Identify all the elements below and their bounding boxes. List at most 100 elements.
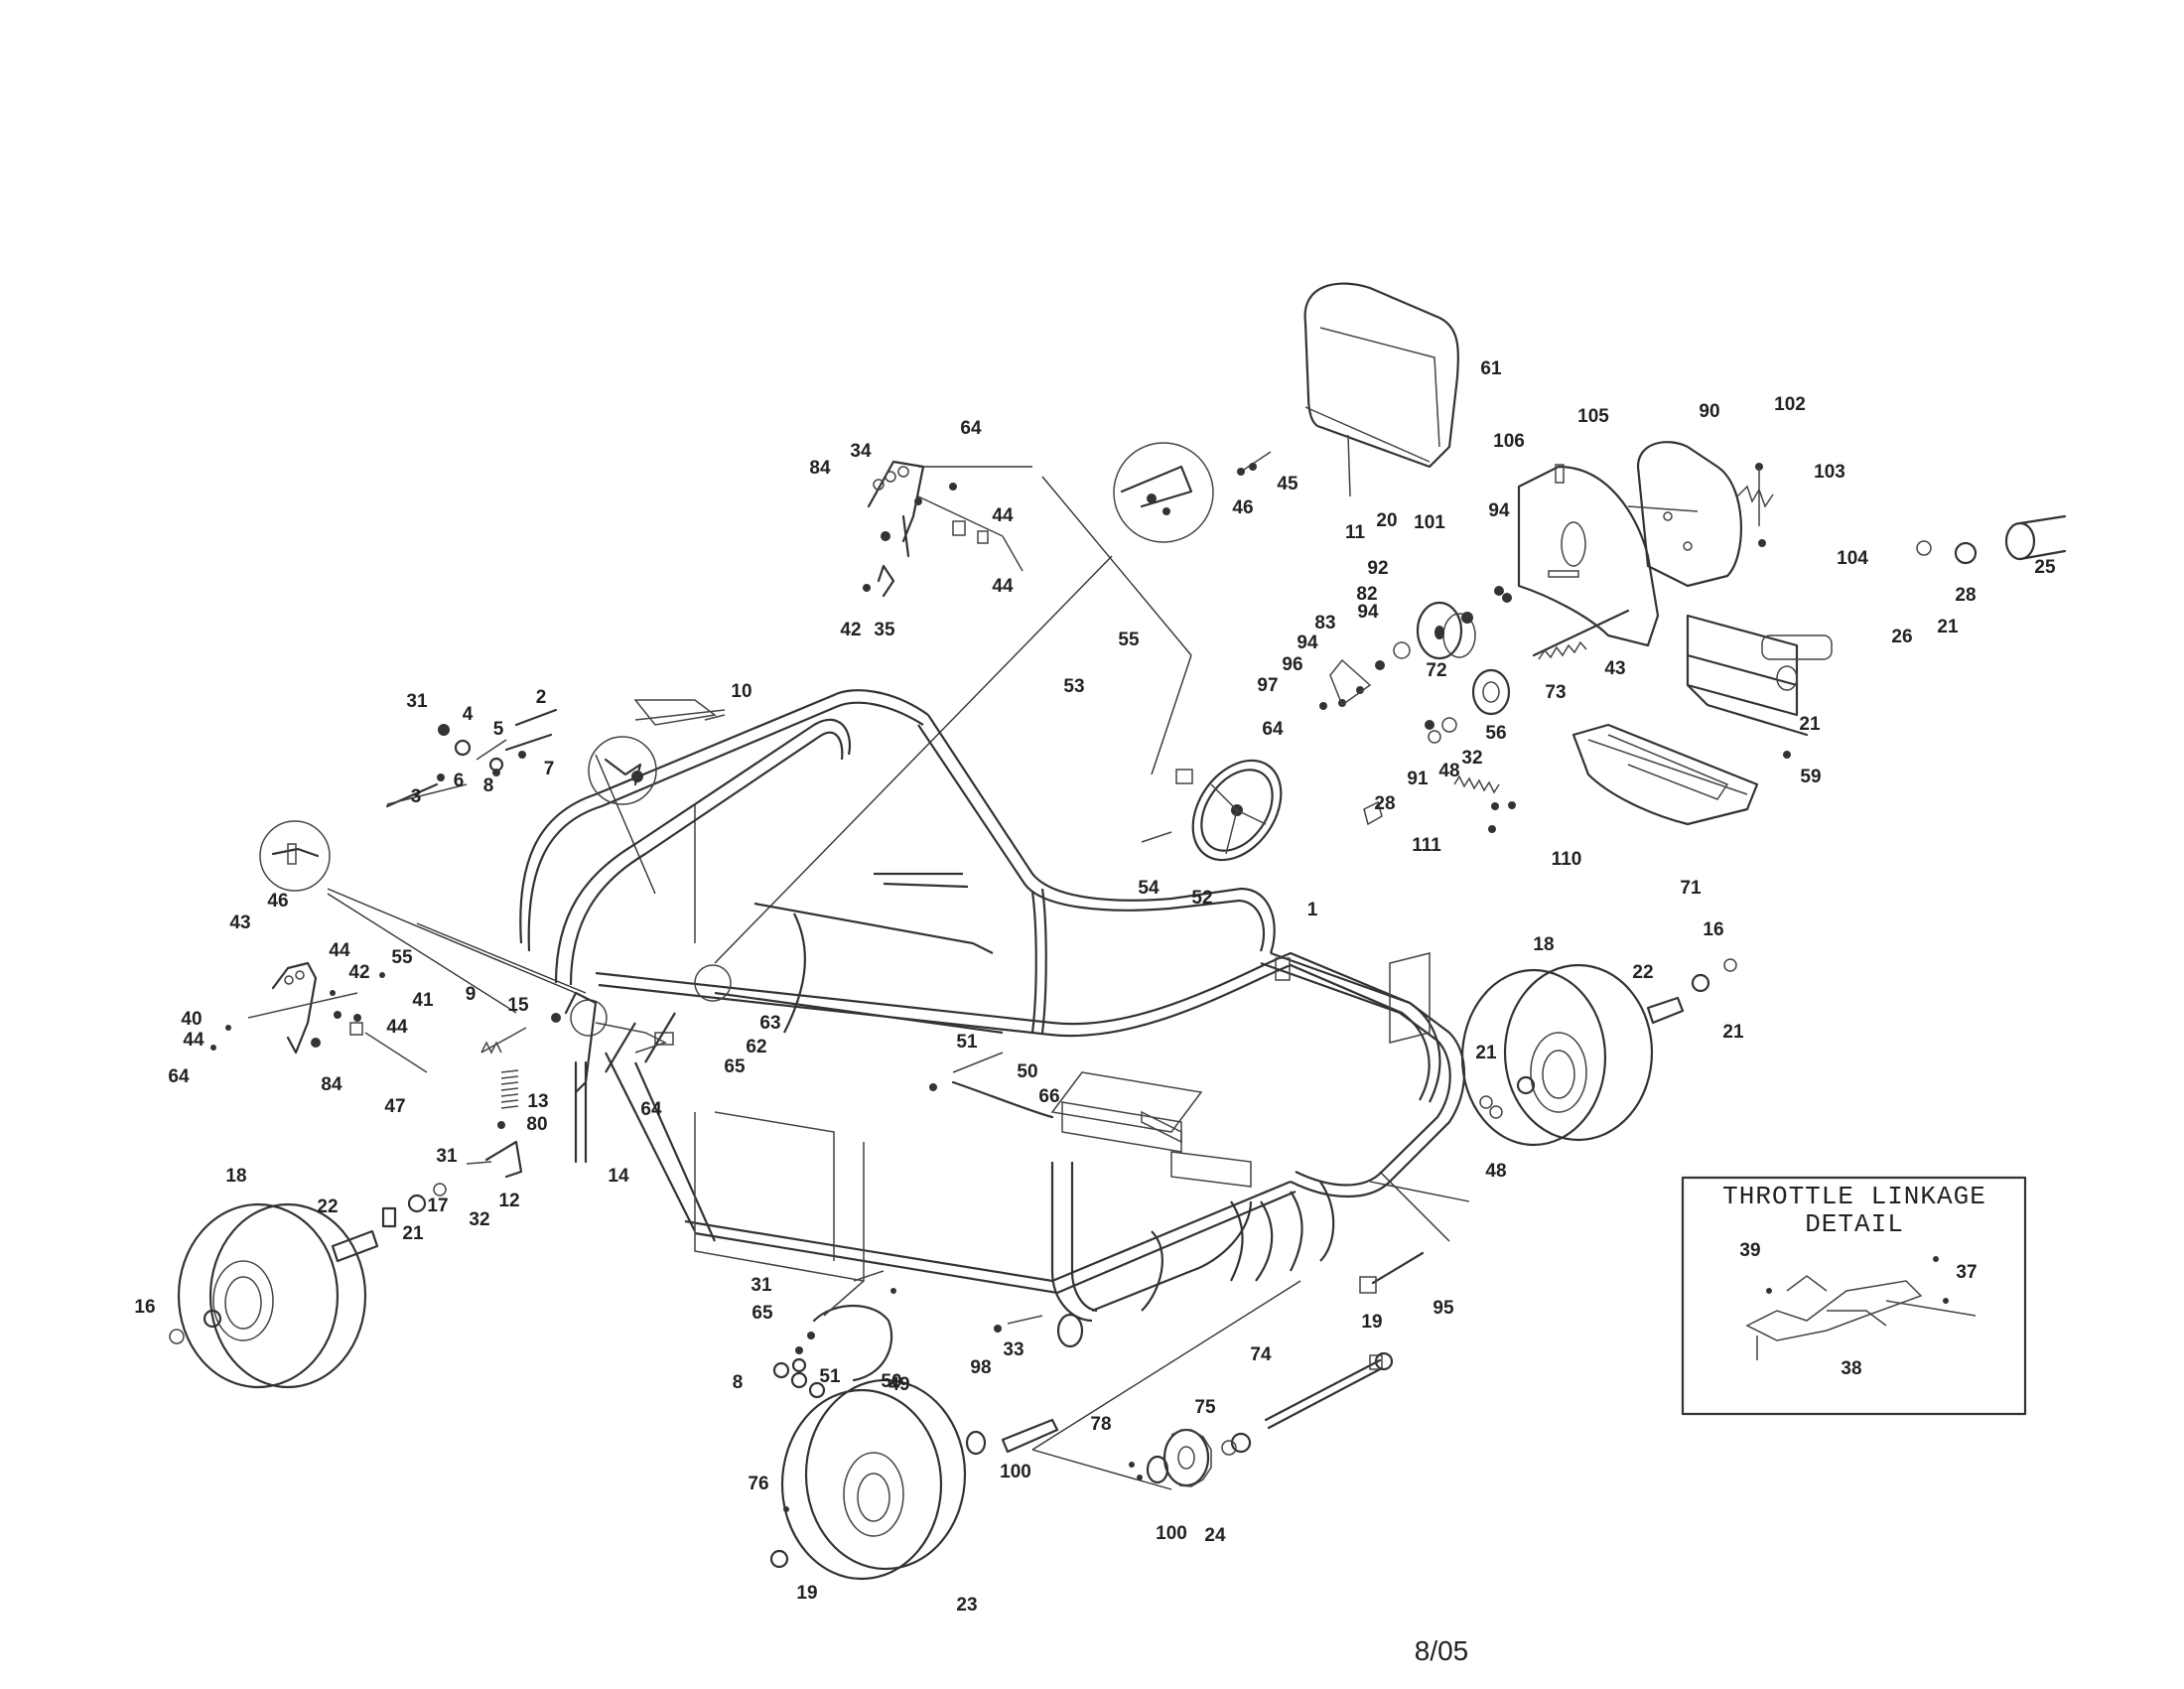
- callout-label: 4: [463, 704, 474, 725]
- callout-label: 33: [1003, 1339, 1024, 1360]
- callout-label: 105: [1577, 406, 1609, 427]
- engine-90: [1627, 441, 1774, 588]
- callout-label: 101: [1414, 512, 1445, 533]
- callout-label: 55: [391, 947, 413, 968]
- callout-label: 56: [1485, 723, 1506, 744]
- callout-label: 51: [956, 1032, 978, 1053]
- callout-label: 15: [507, 995, 529, 1016]
- wheel-rear-left-23: [769, 1378, 967, 1581]
- detail-circle-pivot-frame: [694, 964, 732, 1002]
- sprocket-73: [1471, 668, 1511, 716]
- callout-label: 59: [1800, 767, 1821, 787]
- callout-label: 95: [1433, 1298, 1454, 1319]
- detail-title-line2: DETAIL: [1805, 1209, 1904, 1239]
- clutch-92: [1416, 601, 1476, 660]
- callout-label: 54: [1138, 878, 1160, 899]
- hardware-45-46: [704, 451, 1272, 721]
- detail-circle-lever-left: [259, 820, 331, 892]
- callout-label: 5: [493, 719, 504, 740]
- callout-label: 21: [1937, 617, 1959, 637]
- callout-label: 96: [1282, 654, 1302, 675]
- callout-label: 8: [483, 775, 494, 796]
- callout-label: 44: [183, 1030, 205, 1051]
- callout-label: 65: [751, 1303, 773, 1324]
- callout-label: 38: [1841, 1358, 1861, 1379]
- callout-label: 106: [1493, 431, 1525, 452]
- hardware-8-group: [772, 1357, 826, 1399]
- callout-label: 65: [724, 1056, 746, 1077]
- callout-label: 62: [746, 1037, 766, 1057]
- spring-111: [1453, 774, 1500, 794]
- callout-label: 64: [168, 1066, 190, 1087]
- callout-label: 46: [267, 891, 288, 912]
- callout-label: 3: [411, 786, 422, 807]
- callout-label: 44: [992, 505, 1014, 526]
- callout-label: 94: [1357, 602, 1379, 623]
- callout-label: 50: [1017, 1061, 1037, 1082]
- callout-label: 48: [1438, 761, 1459, 781]
- callout-label: 9: [466, 984, 477, 1005]
- callout-label: 48: [1485, 1161, 1506, 1182]
- wheel-front-right-18: [1460, 958, 1737, 1147]
- callout-label: 40: [181, 1009, 202, 1030]
- callout-label: 42: [348, 962, 369, 983]
- bearing-33: [994, 1313, 1084, 1348]
- callout-label: 94: [1297, 633, 1318, 653]
- callout-label: 44: [386, 1017, 408, 1038]
- callout-label: 64: [1262, 719, 1284, 740]
- callout-label: 98: [970, 1357, 991, 1378]
- brake-pedal-guard-71: [1571, 723, 1759, 826]
- callout-label: 10: [731, 681, 751, 702]
- go-kart-frame: [519, 689, 1465, 1323]
- hub-hardware-78: [1129, 1462, 1143, 1480]
- callout-label: 42: [840, 620, 861, 640]
- bearing-75: [1221, 1432, 1252, 1456]
- callout-label: 64: [640, 1099, 662, 1120]
- steering-wheel-52: [1141, 759, 1283, 862]
- callout-label: 21: [402, 1223, 424, 1244]
- callout-label: 31: [406, 691, 428, 712]
- callout-label: 83: [1314, 613, 1335, 633]
- detail-circle-throttle-pivot: [1113, 442, 1214, 543]
- bolt-95: [1359, 1251, 1425, 1294]
- callout-label: 110: [1552, 849, 1582, 870]
- callout-label: 22: [317, 1196, 338, 1217]
- drive-hardware: [1319, 434, 2067, 833]
- callout-label: 21: [1475, 1043, 1497, 1063]
- callout-label: 49: [888, 1374, 909, 1395]
- spacer-98: [965, 1418, 1059, 1456]
- shaft-43: [1532, 609, 1630, 660]
- callout-label: 45: [1277, 474, 1298, 494]
- callout-label: 19: [796, 1583, 817, 1604]
- callout-label: 80: [526, 1114, 547, 1135]
- callout-label: 2: [536, 687, 547, 708]
- callout-label: 18: [225, 1166, 246, 1187]
- callout-label: 12: [498, 1191, 519, 1211]
- callout-label: 32: [1461, 748, 1482, 769]
- callout-label: 8: [733, 1372, 744, 1393]
- throttle-pedal-34: [863, 460, 1024, 598]
- callout-label: 16: [1703, 919, 1723, 940]
- callout-label: 46: [1232, 497, 1253, 518]
- callout-label: 34: [850, 441, 872, 462]
- callout-label: 53: [1063, 676, 1084, 697]
- callout-label: 35: [874, 620, 895, 640]
- callout-label: 71: [1680, 878, 1702, 899]
- callout-label: 55: [1118, 630, 1140, 650]
- callout-label: 18: [1533, 934, 1554, 955]
- callout-label: 76: [748, 1474, 768, 1494]
- callout-label: 31: [751, 1275, 772, 1296]
- callout-label: 41: [412, 990, 434, 1011]
- detail-circle-pivot-lower: [570, 999, 608, 1037]
- callout-label: 51: [819, 1366, 841, 1387]
- leader-lines: [327, 466, 1470, 1490]
- brake-pedal-assy-15: [551, 991, 667, 1164]
- callout-label: 91: [1407, 769, 1429, 789]
- callout-label: 37: [1956, 1262, 1977, 1283]
- callout-label: 84: [809, 458, 831, 479]
- callout-label: 90: [1699, 401, 1719, 422]
- callout-label: 97: [1257, 675, 1278, 696]
